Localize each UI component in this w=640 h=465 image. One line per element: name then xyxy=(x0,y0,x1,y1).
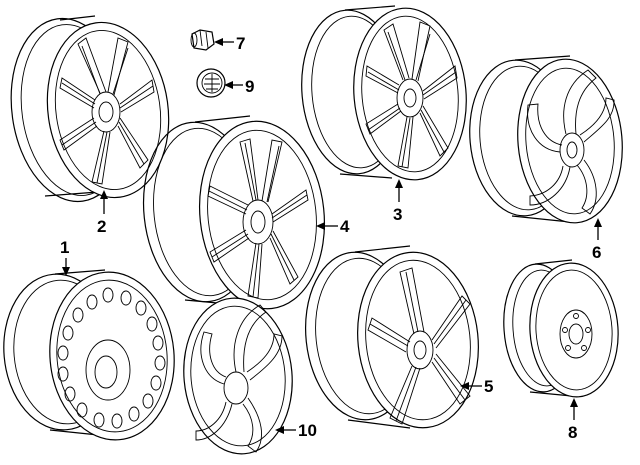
arrow-7 xyxy=(214,38,223,46)
wheel-5-alloy xyxy=(304,245,479,429)
arrow-10 xyxy=(275,426,284,434)
callout-8: 8 xyxy=(568,423,577,442)
wheel-1-steel xyxy=(3,269,175,441)
wheel-8-spare xyxy=(503,259,619,398)
wheel-2-alloy xyxy=(10,15,170,203)
arrow-4 xyxy=(316,222,325,230)
arrow-6 xyxy=(594,218,602,227)
center-cap-9 xyxy=(196,68,226,98)
callout-10: 10 xyxy=(298,421,317,440)
callout-2: 2 xyxy=(97,217,106,236)
wheel-10-cover xyxy=(183,297,293,455)
arrow-9 xyxy=(224,81,233,89)
arrow-8 xyxy=(570,398,578,407)
arrow-2 xyxy=(100,190,108,199)
lug-nut-7 xyxy=(190,29,215,51)
wheel-6-alloy xyxy=(469,55,623,224)
callout-3: 3 xyxy=(393,205,402,224)
callout-7: 7 xyxy=(236,34,245,53)
arrow-5 xyxy=(460,382,469,390)
callout-4: 4 xyxy=(340,217,350,236)
callout-6: 6 xyxy=(592,243,601,262)
arrow-3 xyxy=(395,179,403,188)
callout-1: 1 xyxy=(60,238,69,257)
callout-9: 9 xyxy=(245,77,254,96)
wheel-3-alloy xyxy=(301,5,467,181)
arrow-1 xyxy=(62,267,70,276)
callout-5: 5 xyxy=(484,377,493,396)
